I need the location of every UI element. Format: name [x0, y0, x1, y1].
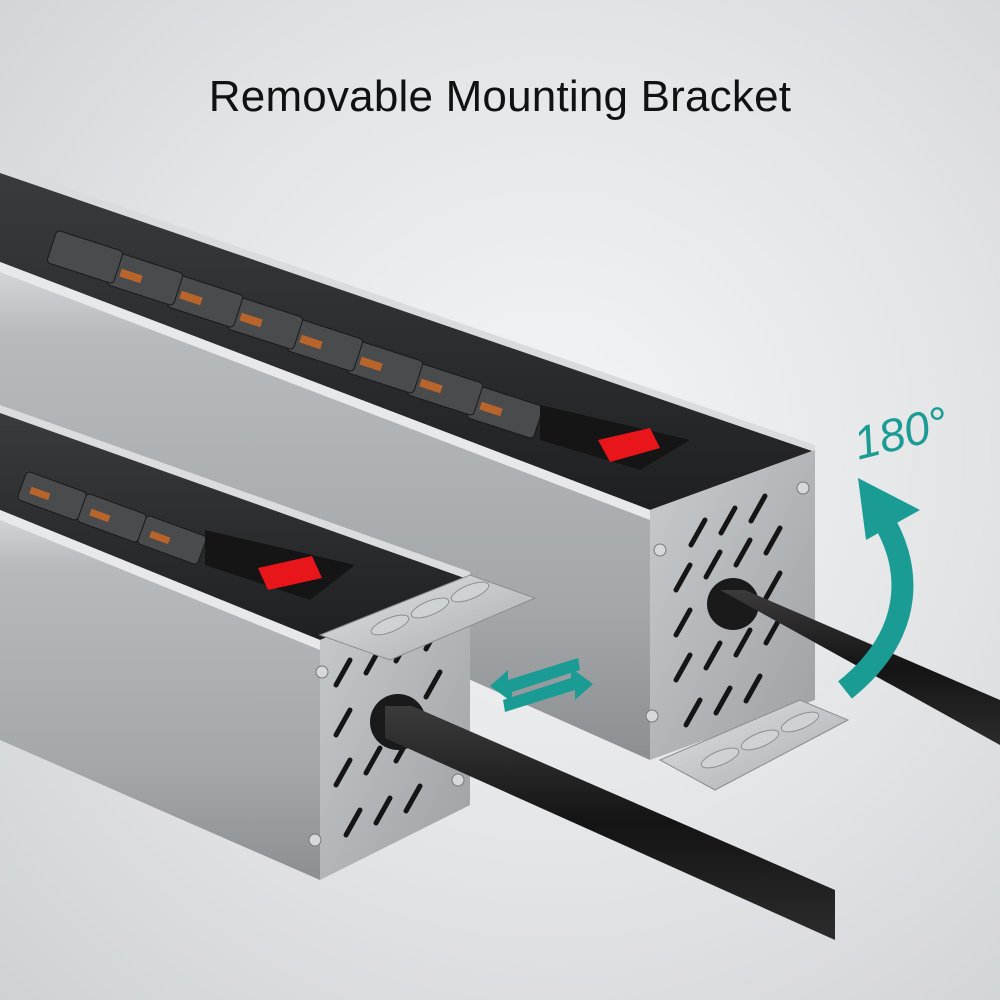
rear-housing-side — [0, 262, 650, 760]
front-housing-side — [0, 510, 320, 880]
pdu-rear-unit — [0, 165, 1000, 791]
rotate-arrow-icon — [837, 478, 920, 699]
front-power-switch — [258, 556, 322, 590]
front-power-cable — [385, 706, 835, 940]
swap-arrows-icon — [490, 658, 593, 712]
front-outlet-panel — [0, 412, 470, 640]
pdu-front-unit — [0, 405, 835, 940]
page-title: Removable Mounting Bracket — [208, 72, 792, 121]
front-mounting-bracket — [318, 574, 537, 661]
rear-vent-slots — [673, 493, 783, 728]
rear-power-switch — [598, 428, 660, 462]
